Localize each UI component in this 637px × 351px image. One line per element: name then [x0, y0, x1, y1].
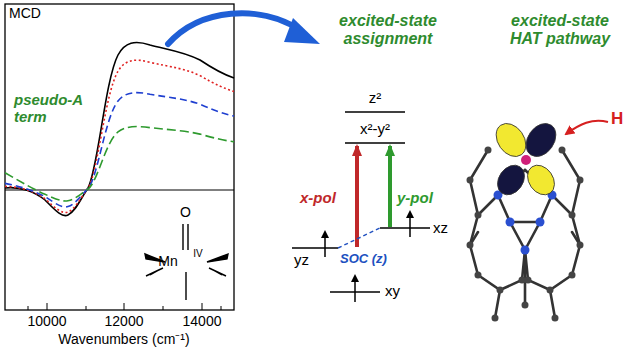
axis-title: Wavenumbers (cm⁻¹) — [58, 332, 189, 347]
section-heading: excited-state HAT pathway — [500, 12, 620, 47]
tick-label: 12000 — [105, 314, 144, 329]
tick-label: 10000 — [28, 314, 67, 329]
atom-label: H — [611, 110, 623, 129]
annotation: pseudo-A term — [14, 92, 92, 125]
mn-complex-structure — [467, 118, 609, 322]
energy-diagram — [292, 112, 430, 302]
section-heading: excited-state assignment — [323, 12, 453, 47]
atom-label: O — [180, 205, 191, 220]
polarization-label: y-pol — [397, 190, 433, 207]
mcd-plot — [5, 4, 234, 310]
oxidation-state: IV — [193, 248, 202, 259]
orbital-label: xz — [433, 220, 448, 237]
orbital-label: yz — [294, 252, 309, 269]
panel-title: MCD — [9, 6, 41, 21]
mn-oxo-inset — [145, 224, 228, 300]
atom-label: Mn — [158, 254, 177, 269]
soc-label: SOC (z) — [340, 252, 387, 266]
polarization-label: x-pol — [300, 190, 336, 207]
transition-arrow — [168, 13, 320, 44]
orbital-label: xy — [385, 283, 400, 300]
orbital-label: z² — [369, 90, 382, 107]
tick-label: 14000 — [183, 314, 222, 329]
orbital-label: x²-y² — [360, 121, 390, 138]
